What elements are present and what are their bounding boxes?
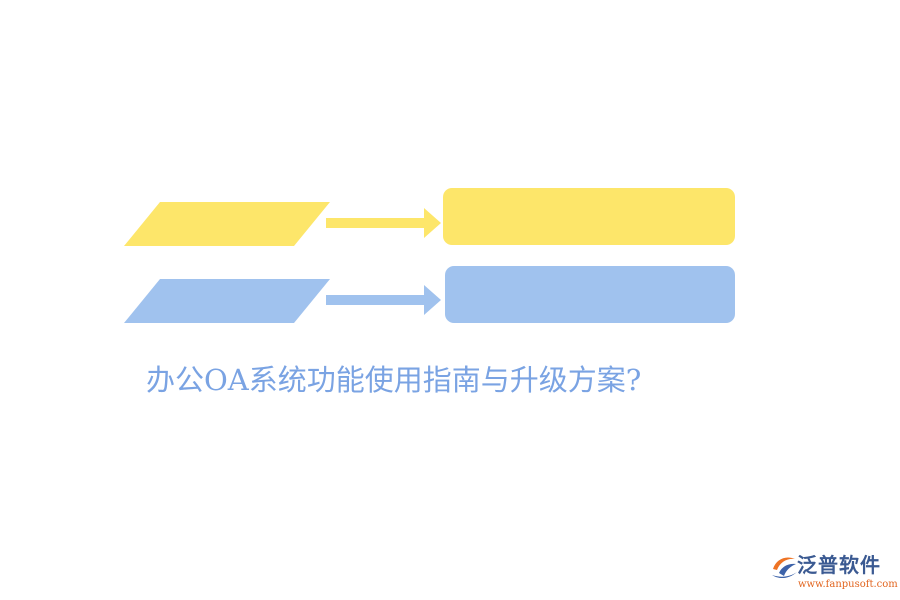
diagram-caption: 办公OA系统功能使用指南与升级方案? [146, 363, 642, 397]
result-box-2 [445, 266, 735, 323]
result-box-1 [443, 188, 735, 245]
flow-diagram [124, 188, 735, 323]
fanpu-logo-icon [772, 557, 797, 579]
parallelogram-shape-2 [124, 279, 330, 323]
arrow-icon-1 [326, 208, 441, 238]
parallelogram-shape-1 [124, 202, 330, 246]
brand-url: www.fanpusoft.com [798, 579, 898, 590]
brand-logo: 泛普软件 www.fanpusoft.com [770, 553, 898, 593]
brand-name: 泛普软件 [797, 553, 881, 577]
arrow-icon-2 [326, 285, 441, 315]
